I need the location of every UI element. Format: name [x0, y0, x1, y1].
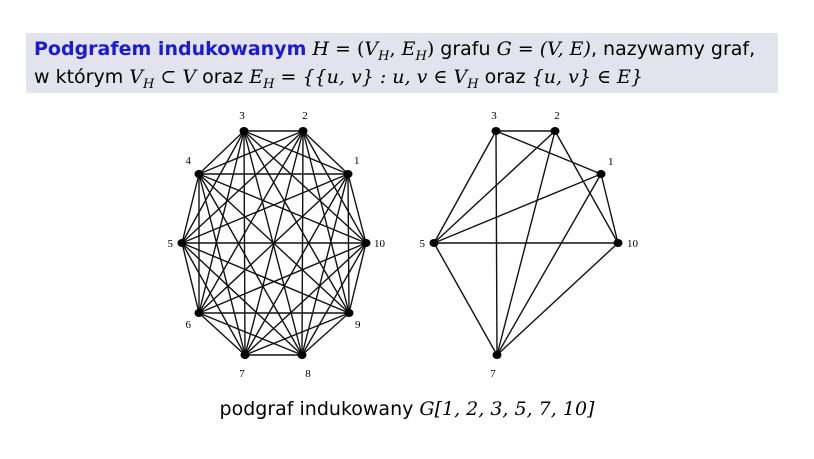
vertex-label-1: 1 [354, 155, 360, 167]
edge-2-10 [302, 130, 367, 244]
oraz-text: oraz [202, 66, 244, 88]
definition-line-2: w którym VH ⊂ V oraz EH = {{u, v} : u, v… [34, 63, 778, 91]
vertex-2 [550, 127, 560, 135]
w-ktorym-text: w którym [34, 66, 124, 88]
induced-graph-nodes: 1 2 3 5 7 10 [420, 110, 639, 380]
edge-1-5 [181, 173, 349, 244]
vertex-8 [297, 351, 307, 359]
edge-3-9 [243, 130, 350, 314]
vertex-label-6: 6 [186, 319, 192, 331]
edge-3-6 [198, 130, 245, 314]
caption: podgraf indukowany G[1, 2, 3, 5, 7, 10] [0, 398, 814, 420]
edge-6-8 [198, 312, 303, 356]
edge-1-3 [243, 130, 349, 175]
vertex-6 [194, 309, 204, 317]
vertex-5 [429, 239, 439, 247]
edge-7-10 [496, 242, 619, 356]
induced-graph: 1 2 3 5 7 10 [420, 110, 639, 380]
vertex-2 [298, 127, 308, 135]
vertex-label-5: 5 [420, 238, 426, 250]
edge-3-10 [243, 130, 367, 244]
nazywamy-text: , nazywamy graf, [590, 38, 756, 60]
edge-2-5 [433, 130, 556, 244]
vertex-label-2: 2 [554, 110, 560, 122]
definition-box: Podgrafem indukowanym H = (VH, EH) grafu… [26, 33, 778, 93]
edge-6-10 [198, 242, 367, 314]
edge-5-7 [181, 242, 246, 356]
vertex-label-8: 8 [305, 368, 311, 380]
vertex-label-3: 3 [239, 110, 245, 122]
edge-2-10 [554, 130, 619, 244]
math-VH-subset: VH ⊂ V [129, 66, 197, 92]
vertex-label-10: 10 [374, 238, 386, 250]
definition-line-1: Podgrafem indukowanym H = (VH, EH) grafu… [34, 35, 778, 63]
edge-4-7 [198, 173, 246, 356]
edge-5-6 [181, 242, 200, 314]
edge-7-9 [244, 312, 350, 356]
math-EH-set: EH = {{u, v} : u, v ∈ VH [249, 66, 479, 92]
edge-1-10 [347, 173, 367, 244]
vertex-label-7: 7 [490, 368, 496, 380]
edge-3-1 [495, 130, 602, 175]
caption-text: podgraf indukowany [219, 398, 414, 420]
vertex-1 [343, 170, 353, 178]
vertex-label-10: 10 [627, 238, 639, 250]
vertex-3 [239, 127, 249, 135]
edge-4-10 [198, 173, 367, 244]
vertex-9 [344, 309, 354, 317]
complete-graph-edges [181, 130, 367, 356]
edge-1-7 [496, 173, 602, 356]
edge-3-5 [433, 130, 497, 244]
edge-2-5 [181, 130, 304, 244]
edge-7-10 [244, 242, 367, 356]
edge-2-4 [198, 130, 304, 175]
vertex-label-3: 3 [491, 110, 497, 122]
vertex-label-1: 1 [608, 156, 614, 168]
vertex-7 [240, 351, 250, 359]
definition-term: Podgrafem indukowanym [34, 38, 307, 60]
vertex-label-4: 4 [186, 155, 192, 167]
complete-graph-nodes: 1 2 3 4 5 6 7 8 9 10 [168, 110, 386, 380]
oraz-text-2: oraz [484, 66, 526, 88]
vertex-1 [596, 170, 606, 178]
edge-1-5 [433, 173, 602, 244]
vertex-3 [491, 127, 501, 135]
edge-4-8 [198, 173, 303, 356]
vertex-label-5: 5 [168, 238, 174, 250]
vertex-label-9: 9 [355, 319, 361, 331]
edge-1-8 [301, 173, 349, 356]
vertex-7 [492, 351, 502, 359]
edge-4-5 [181, 173, 200, 244]
vertex-label-2: 2 [302, 110, 308, 122]
edge-1-10 [600, 173, 619, 244]
edge-5-7 [433, 242, 498, 356]
edge-9-10 [348, 242, 367, 314]
edge-3-4 [198, 130, 245, 175]
edge-8-9 [301, 312, 350, 356]
edge-5-9 [181, 242, 350, 314]
edge-8-10 [301, 242, 367, 356]
vertex-label-7: 7 [239, 368, 245, 380]
vertex-10 [361, 239, 371, 247]
math-uv-in-E: {u, v} ∈ E} [531, 66, 644, 88]
complete-graph: 1 2 3 4 5 6 7 8 9 10 [168, 110, 386, 380]
vertex-5 [177, 239, 187, 247]
vertex-10 [613, 239, 623, 247]
edge-2-9 [302, 130, 350, 314]
math-H: H = (VH, EH) [312, 38, 435, 64]
edge-6-7 [198, 312, 246, 356]
edge-1-2 [302, 130, 349, 175]
caption-math: G[1, 2, 3, 5, 7, 10] [419, 398, 595, 420]
math-G: G = (V, E) [496, 38, 591, 60]
grafu-text: grafu [440, 38, 491, 60]
edge-5-8 [181, 242, 303, 356]
induced-graph-edges [433, 130, 619, 356]
vertex-4 [194, 170, 204, 178]
